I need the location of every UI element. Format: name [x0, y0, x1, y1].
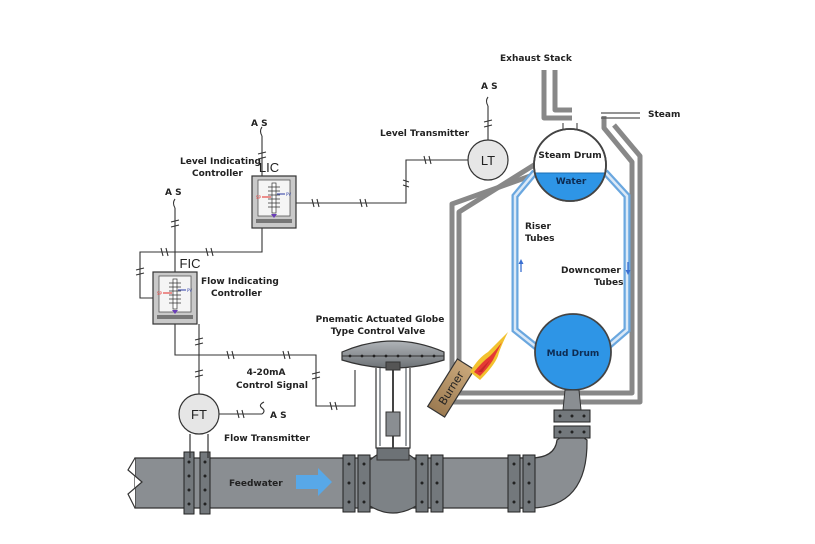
lic-tag: LIC	[259, 160, 279, 175]
flow-transmitter: FT	[178, 393, 220, 435]
ft-air-supply-label: A S	[270, 411, 287, 421]
riser-label-line2: Tubes	[525, 234, 554, 244]
signal-lines	[135, 96, 493, 419]
water-label: Water	[556, 177, 587, 187]
steam-drum	[533, 123, 607, 202]
pneumatic-actuator	[341, 340, 445, 371]
lic-air-supply-label: A S	[251, 119, 268, 129]
valve-yoke	[375, 366, 411, 449]
fic-air-supply-label: A S	[165, 188, 182, 198]
lt-air-supply-label: A S	[481, 82, 498, 92]
boiler-enclosure	[449, 70, 643, 405]
downcomer-flow-arrowhead	[625, 270, 631, 275]
boiler-tubes	[511, 169, 631, 353]
steam-drum-label: Steam Drum	[538, 151, 601, 161]
level-transmitter-label: Level Transmitter	[380, 129, 470, 139]
riser-label-line1: Riser	[525, 222, 551, 232]
ft-tag: FT	[191, 407, 207, 422]
downcomer-label-line1: Downcomer	[561, 266, 621, 276]
fic-name-line2: Controller	[211, 289, 262, 299]
burner-flame	[470, 332, 508, 380]
fic-sp-label: SP	[157, 291, 163, 296]
steam-outlet-pipe	[601, 112, 640, 119]
mud-drum-label: Mud Drum	[547, 349, 600, 359]
signal-label-line2: Control Signal	[236, 381, 308, 391]
lic-sp-label: SP	[256, 195, 262, 200]
lic-name-line1: Level Indicating	[180, 157, 261, 167]
fic-tag: FIC	[180, 256, 201, 271]
burner: Burner	[426, 332, 508, 418]
ft-impulse-lines	[189, 434, 209, 458]
lic-controller: SP PV	[251, 175, 297, 229]
lt-tag: LT	[481, 153, 495, 168]
fic-controller: SP PV	[152, 271, 198, 325]
mud-drum-outlet-flange	[553, 389, 591, 439]
fic-name-line1: Flow Indicating	[201, 277, 279, 287]
lic-name-line2: Controller	[192, 169, 243, 179]
flange-bolts	[187, 460, 531, 506]
globe-valve-body	[369, 447, 417, 514]
valve-label-line2: Type Control Valve	[331, 327, 426, 337]
downcomer-label-line2: Tubes	[594, 278, 623, 288]
fic-pv-label: PV	[187, 288, 192, 293]
valve-label-line1: Pnematic Actuated Globe	[316, 315, 445, 325]
feedwater-label: Feedwater	[229, 479, 283, 489]
exhaust-stack-label: Exhaust Stack	[500, 54, 573, 64]
lic-pv-label: PV	[286, 192, 291, 197]
flow-transmitter-label: Flow Transmitter	[224, 434, 310, 444]
level-transmitter: LT	[467, 139, 509, 181]
riser-flow-arrowhead	[518, 259, 524, 264]
signal-label-line1: 4-20mA	[247, 368, 286, 378]
feedwater-flow-arrow	[296, 468, 332, 496]
steam-label: Steam	[648, 110, 680, 120]
